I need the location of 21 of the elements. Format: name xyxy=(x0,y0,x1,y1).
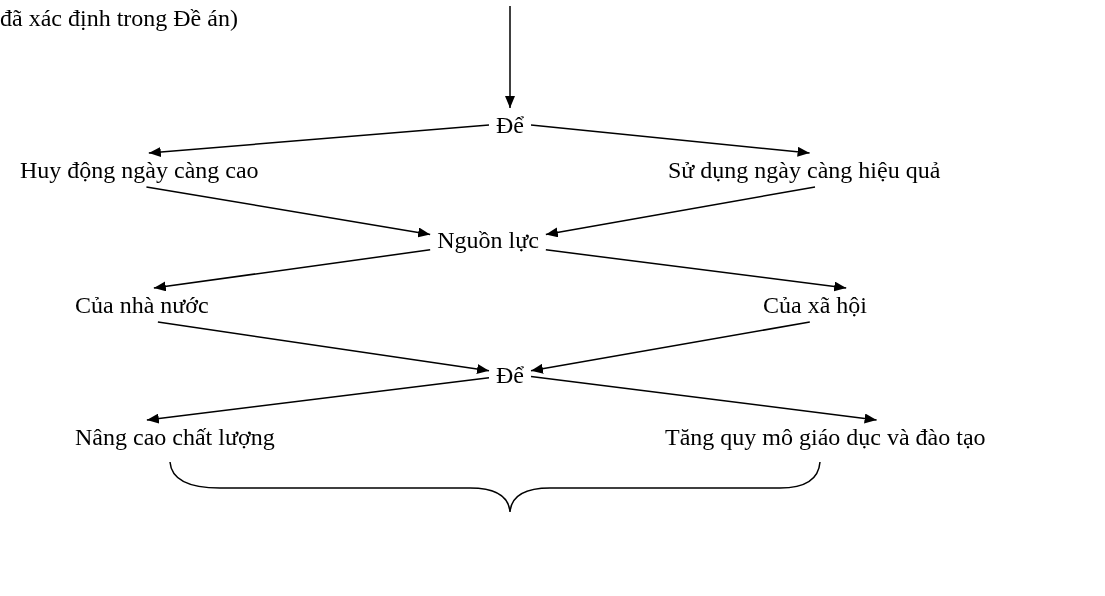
arrow xyxy=(153,249,431,292)
arrow xyxy=(530,321,811,374)
node-text: Để xyxy=(496,111,524,139)
arrow xyxy=(146,377,490,424)
note-text: đã xác định trong Đề án) xyxy=(0,4,238,32)
node-text: Của xã hội xyxy=(763,291,867,319)
node-text: Nâng cao chất lượng xyxy=(75,423,275,451)
arrow xyxy=(505,5,515,109)
arrow xyxy=(157,321,490,374)
node-text: Sử dụng ngày càng hiệu quả xyxy=(668,156,941,184)
node-text: Nguồn lực xyxy=(437,226,539,254)
node-text: Của nhà nước xyxy=(75,291,209,319)
node-text: Để xyxy=(496,361,524,389)
node-text: Tăng quy mô giáo dục và đào tạo xyxy=(665,423,986,451)
arrow xyxy=(530,375,878,424)
arrow xyxy=(545,186,816,238)
arrow xyxy=(545,249,847,292)
node-text: Huy động ngày càng cao xyxy=(20,156,259,184)
arrow xyxy=(148,124,490,157)
arrow xyxy=(145,186,431,238)
arrow xyxy=(530,124,811,157)
